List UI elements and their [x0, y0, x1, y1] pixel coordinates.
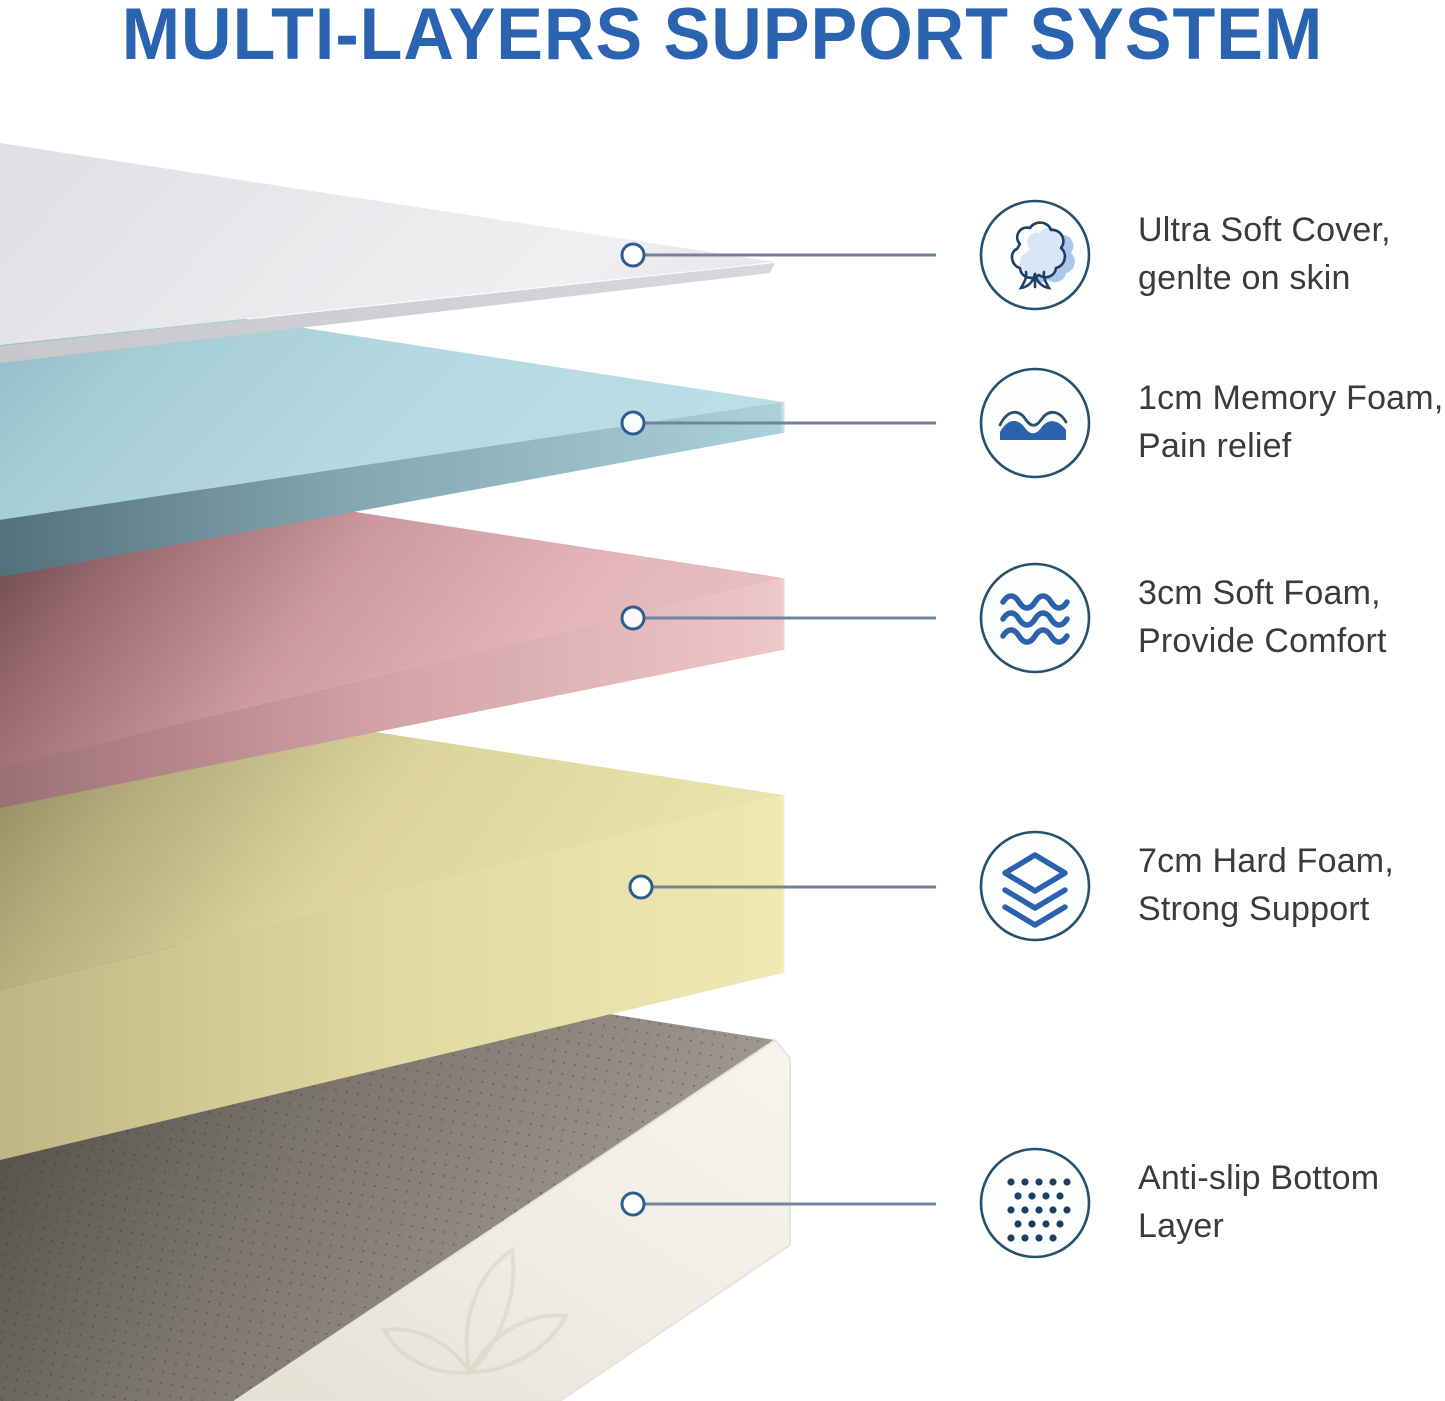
layer-memory-foam	[0, 281, 785, 577]
soft-foam-front-face	[0, 578, 783, 808]
cover-edge-strip	[0, 263, 775, 363]
callout-text: Anti-slip Bottom Layer	[1138, 1154, 1379, 1250]
callout-line1: 7cm Hard Foam,	[1138, 842, 1394, 880]
fabric-watermark	[380, 1246, 570, 1376]
cover-top-face	[0, 143, 775, 345]
marker-cover	[620, 242, 646, 268]
marker-soft-foam	[620, 605, 646, 631]
hard-foam-front-face	[0, 795, 783, 1160]
callout-text: 1cm Memory Foam, Pain relief	[1138, 374, 1443, 470]
cotton-icon	[978, 198, 1092, 312]
waves-icon	[978, 561, 1092, 675]
page-title: MULTI-LAYERS SUPPORT SYSTEM	[121, 0, 1324, 75]
marker-memory-foam	[620, 410, 646, 436]
bottom-layer-front-face	[234, 1039, 791, 1401]
leader-markers	[620, 242, 654, 1217]
memory-foam-top-face	[0, 281, 783, 520]
marker-hard-foam	[628, 874, 654, 900]
layers-icon	[978, 829, 1092, 943]
callout-text: 3cm Soft Foam, Provide Comfort	[1138, 569, 1387, 665]
callout-line2: Strong Support	[1138, 890, 1370, 928]
callout-line1: Anti-slip Bottom	[1138, 1159, 1380, 1197]
callout-text: 7cm Hard Foam, Strong Support	[1138, 837, 1394, 933]
callout-line2: Layer	[1138, 1207, 1225, 1245]
callout-text: Ultra Soft Cover, genlte on skin	[1138, 206, 1391, 302]
callout-line1: 1cm Memory Foam,	[1138, 379, 1444, 417]
dots-icon	[978, 1146, 1092, 1260]
layer-ultra-soft-cover	[0, 143, 775, 363]
memory-foam-icon	[978, 366, 1092, 480]
callout-line2: Provide Comfort	[1138, 622, 1387, 660]
callout-line1: 3cm Soft Foam,	[1138, 574, 1381, 612]
marker-bottom	[620, 1191, 646, 1217]
callout-line2: Pain relief	[1138, 427, 1292, 465]
leader-lines	[644, 253, 936, 1206]
memory-foam-front-face	[0, 402, 783, 577]
callout-line1: Ultra Soft Cover,	[1138, 211, 1391, 249]
callout-line2: genlte on skin	[1138, 259, 1351, 297]
